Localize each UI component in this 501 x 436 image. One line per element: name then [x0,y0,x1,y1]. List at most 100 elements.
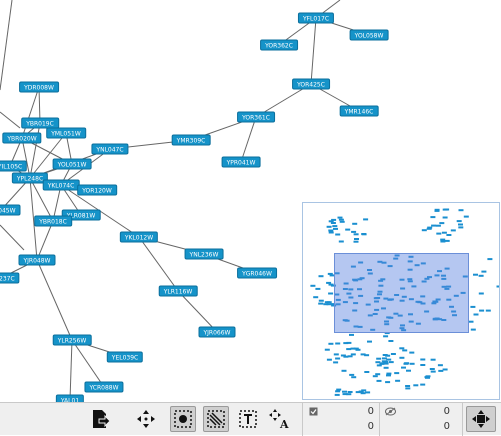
network-node[interactable]: YJR066W [198,326,236,338]
network-node[interactable]: YML051W [46,127,86,139]
overview-node-mark [346,393,352,396]
network-node[interactable]: YNL047C [91,143,129,155]
edge [21,137,31,179]
overview-node-mark [335,233,341,236]
overview-node-mark [401,329,407,332]
overview-node-mark [481,270,487,273]
overview-node-mark [343,355,349,358]
network-node[interactable]: YOL051W [52,158,92,170]
overview-viewport-rect[interactable] [334,253,469,333]
overview-node-mark [441,231,447,234]
overview-node-mark [425,375,431,378]
overview-node-mark [335,298,341,301]
hidden-eye-icon [385,407,396,416]
overview-node-mark [338,240,344,243]
network-node[interactable]: YIL105C [0,160,28,172]
overview-node-mark [343,282,349,285]
overview-node-mark [405,387,411,390]
network-node[interactable]: YBR019C [21,117,59,129]
select-annotations-icon [239,410,257,428]
overview-node-mark [408,298,414,301]
overview-node-mark [388,340,394,342]
edge [0,224,25,251]
network-node[interactable]: YLR116W [158,285,198,297]
overview-node-mark [404,362,410,365]
overview-node-mark [352,309,358,312]
network-node[interactable]: YGL237C [0,272,20,284]
network-node[interactable]: YOR425C [292,78,330,90]
overview-node-mark [478,292,484,295]
network-node[interactable]: YOR362C [260,39,298,51]
edge [52,184,62,222]
network-node[interactable]: YKL012W [119,231,159,243]
overview-node-mark [437,364,443,367]
export-icon [93,410,111,428]
overview-node-mark [432,300,438,303]
overview-node-mark [377,290,383,293]
overview-node-mark [444,287,450,290]
overview-node-mark [358,294,364,297]
network-node[interactable]: YMR309C [171,134,211,146]
hidden-nodes-count: 0 [443,406,450,417]
overview-node-mark [434,209,440,212]
network-node[interactable]: YBR018C [34,215,72,227]
overview-node-mark [357,288,362,291]
network-node[interactable]: YBR020W [2,132,42,144]
network-node[interactable]: YLR081W [61,209,101,221]
network-node[interactable]: YOR361C [237,111,275,123]
overview-node-mark [364,354,370,357]
overview-node-mark [458,226,464,229]
overview-node-mark [413,384,419,387]
overview-node-mark [441,285,447,288]
overview-node-mark [383,366,389,369]
overview-node-mark [487,258,493,261]
network-node[interactable]: YCR088W [84,381,124,393]
overview-node-mark [375,373,381,376]
overview-node-mark [421,229,427,232]
select-edges-toggle[interactable] [203,406,229,432]
overview-node-mark [365,303,371,306]
overview-node-mark [315,287,321,290]
overview-node-mark [355,348,361,351]
network-node[interactable]: YKL074C [42,179,80,191]
overview-node-mark [335,342,341,345]
network-node[interactable]: YPR041W [221,156,261,168]
navigator-toggle[interactable] [466,406,496,432]
overview-node-mark [388,361,394,364]
fit-content-button[interactable] [133,406,159,432]
network-node[interactable]: YEL039C [106,351,144,363]
overview-node-mark [358,390,364,393]
overview-node-mark [384,332,390,335]
overview-node-mark [337,216,343,219]
network-canvas[interactable]: YFL017C YOL058W YOR362C YOR425C YMR146C YDR00… [0,0,501,406]
network-node[interactable]: YFL017C [297,12,335,24]
network-node[interactable]: YOR120W [77,184,117,196]
network-node[interactable]: YDR008W [19,81,59,93]
select-annotations-toggle[interactable] [235,406,261,432]
overview-node-mark [408,313,413,316]
network-node[interactable]: YGR046W [237,267,277,279]
overview-node-mark [409,362,415,365]
export-button[interactable] [88,406,114,432]
network-node[interactable]: YDL045W [0,204,21,216]
network-node[interactable]: YOL058W [349,29,389,41]
select-nodes-toggle[interactable] [170,406,196,432]
move-labels-button[interactable]: A [266,406,292,432]
network-overview-panel[interactable] [302,202,500,400]
overview-node-mark [333,353,339,356]
network-node[interactable]: YMR146C [339,105,379,117]
network-node[interactable]: YJR048W [18,254,56,266]
network-node[interactable]: YPL248C [11,172,49,184]
overview-node-mark [408,320,414,323]
overview-node-mark [351,376,357,379]
network-node[interactable]: YNL236W [184,248,224,260]
network-node[interactable]: YLR256W [52,334,92,346]
overview-node-mark [380,278,386,281]
overview-node-mark [336,388,342,391]
overview-node-mark [435,298,441,301]
overview-node-mark [441,319,447,321]
move-label-icon: A [269,409,289,430]
select-nodes-icon [174,410,192,428]
overview-node-mark [415,300,421,303]
overview-node-mark [342,390,347,393]
